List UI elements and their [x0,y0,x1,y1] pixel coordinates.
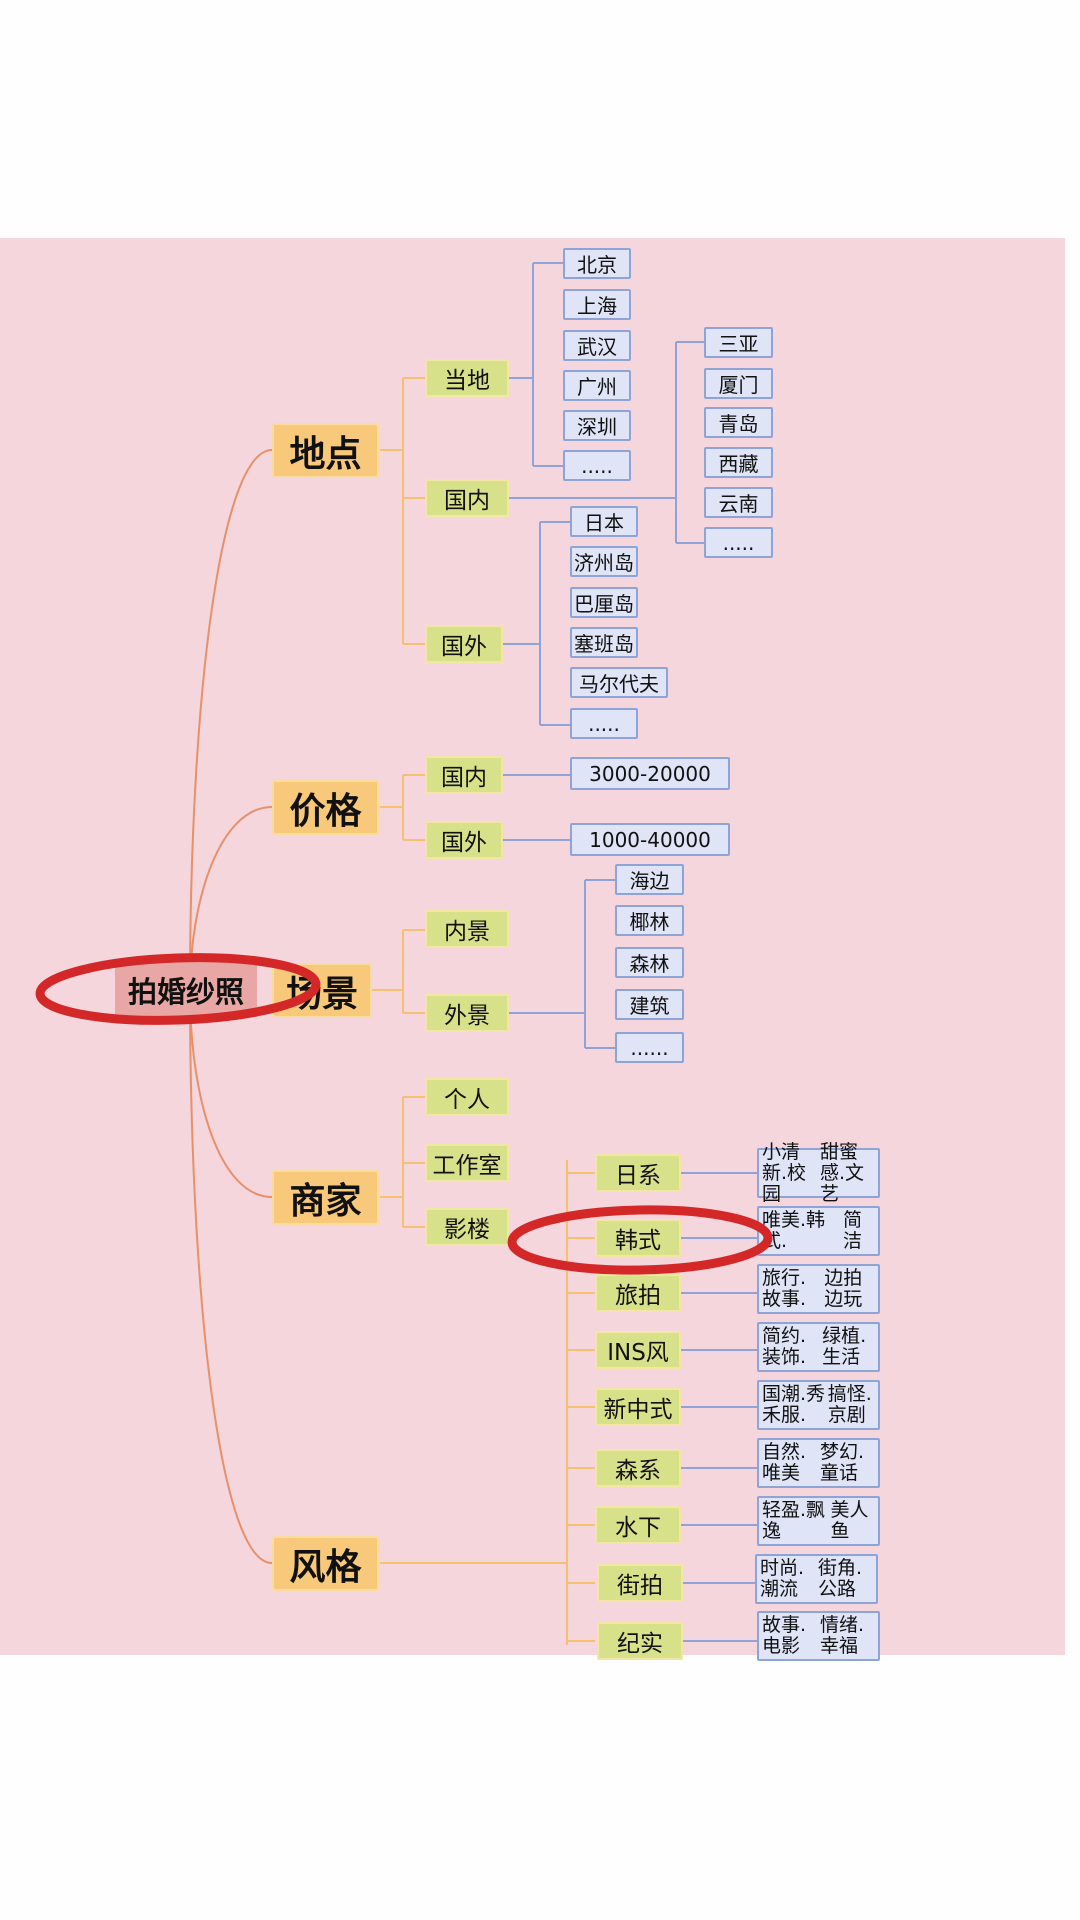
branch-price[interactable]: 价格 [272,780,379,835]
style-description[interactable]: 简约.装饰. 绿植.生活 [757,1322,880,1372]
price-abroad[interactable]: 国外 [425,821,503,859]
price-range-domestic[interactable]: 3000-20000 [570,757,730,790]
style-description[interactable]: 唯美.韩式. 简洁 [757,1206,880,1256]
style-description-line: 绿植.生活 [822,1325,867,1368]
style-description[interactable]: 故事.电影情绪.幸福 [757,1611,880,1661]
abroad-destination[interactable]: 马尔代夫 [570,667,668,698]
local-city[interactable]: 广州 [563,370,631,401]
style-item[interactable]: 街拍 [597,1564,683,1602]
location-domestic[interactable]: 国内 [425,479,509,517]
style-description-line: 旅行.故事. [762,1267,807,1310]
style-description[interactable]: 时尚.潮流街角.公路 [755,1554,878,1604]
style-description[interactable]: 小清新.校园甜蜜感.文艺 [757,1141,880,1204]
price-domestic[interactable]: 国内 [425,756,503,794]
outdoor-scene[interactable]: 森林 [615,947,684,978]
branch-location[interactable]: 地点 [272,423,379,478]
outdoor-scene[interactable]: 建筑 [615,989,684,1020]
domestic-destination[interactable]: 云南 [704,487,773,518]
merchant-studio[interactable]: 工作室 [425,1144,509,1182]
style-description[interactable]: 轻盈.飘逸美人鱼 [757,1496,880,1546]
style-description-line: 梦幻.童话 [820,1441,865,1484]
style-description[interactable]: 国潮.秀禾服.搞怪.京剧 [757,1380,880,1430]
style-description-line: 国潮.秀禾服. [762,1383,826,1426]
domestic-destination[interactable]: 西藏 [704,447,773,478]
style-description-line: 美人鱼 [830,1499,869,1542]
local-city[interactable]: ..... [563,450,631,481]
style-description[interactable]: 旅行.故事. 边拍边玩 [757,1264,880,1314]
style-description[interactable]: 自然.唯美梦幻.童话 [757,1438,880,1488]
location-local[interactable]: 当地 [425,359,509,397]
style-description-line: 甜蜜感.文艺 [820,1140,865,1205]
abroad-destination[interactable]: ..... [570,708,638,739]
style-description-line: 小清新.校园 [762,1140,807,1205]
style-item[interactable]: 森系 [595,1449,681,1487]
style-description-line: 简洁 [843,1209,863,1252]
style-description-line: 情绪.幸福 [820,1614,865,1657]
location-abroad[interactable]: 国外 [425,625,503,663]
root-node[interactable]: 拍婚纱照 [115,962,257,1017]
mindmap-canvas [0,238,1065,1655]
style-description-line: 轻盈.飘逸 [762,1499,826,1542]
merchant-photo-studio[interactable]: 影楼 [425,1208,509,1246]
style-item[interactable]: 旅拍 [595,1274,681,1312]
style-item[interactable]: 日系 [595,1154,681,1192]
outdoor-scene[interactable]: 椰林 [615,905,684,936]
local-city[interactable]: 深圳 [563,410,631,441]
style-description-line: 故事.电影 [762,1614,807,1657]
abroad-destination[interactable]: 日本 [570,506,638,537]
style-description-line: 街角.公路 [818,1557,863,1600]
domestic-destination[interactable]: 青岛 [704,407,773,438]
merchant-individual[interactable]: 个人 [425,1078,509,1116]
abroad-destination[interactable]: 塞班岛 [570,627,638,658]
branch-style[interactable]: 风格 [272,1536,379,1591]
style-description-line: 自然.唯美 [762,1441,807,1484]
style-item[interactable]: 水下 [595,1506,681,1544]
style-description-line: 边拍边玩 [824,1267,863,1310]
outdoor-scene[interactable]: 海边 [615,864,684,895]
scene-indoor[interactable]: 内景 [425,910,509,948]
domestic-destination[interactable]: ..... [704,527,773,558]
abroad-destination[interactable]: 济州岛 [570,546,638,577]
domestic-destination[interactable]: 三亚 [704,327,773,358]
style-item[interactable]: INS风 [595,1331,681,1369]
style-description-line: 唯美.韩式. [762,1209,826,1252]
local-city[interactable]: 北京 [563,248,631,279]
branch-merchant[interactable]: 商家 [272,1170,379,1225]
abroad-destination[interactable]: 巴厘岛 [570,587,638,618]
local-city[interactable]: 武汉 [563,330,631,361]
style-description-line: 时尚.潮流 [760,1557,805,1600]
style-description-line: 搞怪.京剧 [827,1383,872,1426]
price-range-abroad[interactable]: 1000-40000 [570,823,730,856]
style-item[interactable]: 纪实 [597,1622,683,1660]
style-item[interactable]: 新中式 [595,1388,681,1426]
branch-scene[interactable]: 场景 [272,963,372,1018]
style-item[interactable]: 韩式 [595,1219,681,1257]
outdoor-scene[interactable]: ...... [615,1032,684,1063]
local-city[interactable]: 上海 [563,289,631,320]
scene-outdoor[interactable]: 外景 [425,994,509,1032]
style-description-line: 简约.装饰. [762,1325,807,1368]
domestic-destination[interactable]: 厦门 [704,368,773,399]
